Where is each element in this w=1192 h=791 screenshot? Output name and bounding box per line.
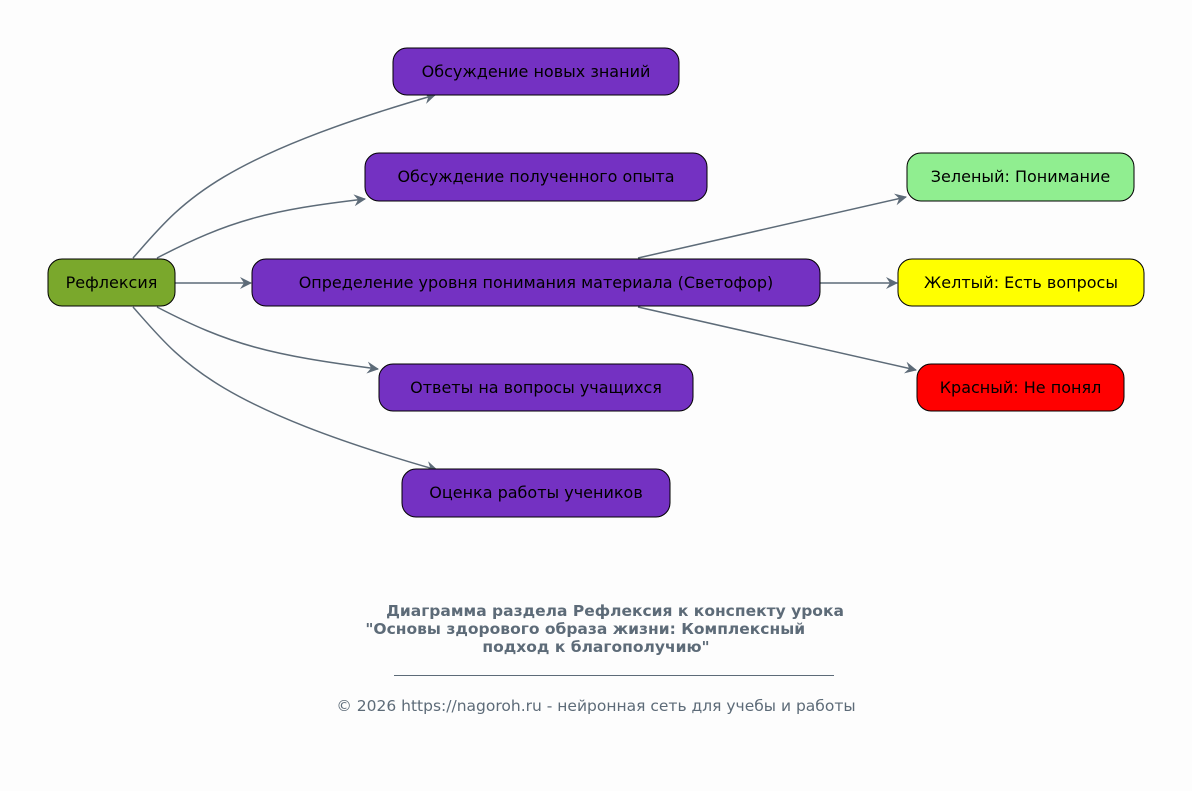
node-label: Обсуждение новых знаний <box>422 62 651 81</box>
caption-line: "Основы здорового образа жизни: Комплекс… <box>365 620 827 638</box>
node-label: Зеленый: Понимание <box>931 167 1110 186</box>
node-label: Обсуждение полученного опыта <box>397 167 674 186</box>
node-label: Желтый: Есть вопросы <box>924 273 1118 292</box>
node-green: Зеленый: Понимание <box>906 152 1135 202</box>
node-label: Определение уровня понимания материала (… <box>299 273 774 292</box>
edge-to-red <box>637 306 917 374</box>
node-label: Ответы на вопросы учащихся <box>410 378 662 397</box>
node-new-knowledge: Обсуждение новых знаний <box>392 47 680 96</box>
node-assessment: Оценка работы учеников <box>401 468 671 518</box>
caption-divider <box>394 675 834 676</box>
edge-root-to-assessment <box>132 306 438 473</box>
edge-root-to-new-knowledge <box>132 92 436 259</box>
edge-root-to-answers <box>156 306 379 374</box>
node-understanding: Определение уровня понимания материала (… <box>251 258 821 307</box>
node-red: Красный: Не понял <box>916 363 1125 412</box>
caption-line: Диаграмма раздела Рефлексия к конспекту … <box>386 602 844 620</box>
node-label: Оценка работы учеников <box>429 483 643 502</box>
diagram-caption: Диаграмма раздела Рефлексия к конспекту … <box>0 602 1192 656</box>
caption-line: подход к благополучию" <box>482 638 710 656</box>
node-yellow: Желтый: Есть вопросы <box>897 258 1145 307</box>
node-experience: Обсуждение полученного опыта <box>364 152 708 202</box>
edge-to-green <box>637 193 907 259</box>
footer-copyright: © 2026 https://nagoroh.ru - нейронная се… <box>336 697 856 715</box>
node-label: Рефлексия <box>66 273 158 292</box>
node-answers: Ответы на вопросы учащихся <box>378 363 694 412</box>
node-label: Красный: Не понял <box>940 378 1102 397</box>
edge-root-to-experience <box>156 194 366 259</box>
node-reflection: Рефлексия <box>47 258 176 307</box>
